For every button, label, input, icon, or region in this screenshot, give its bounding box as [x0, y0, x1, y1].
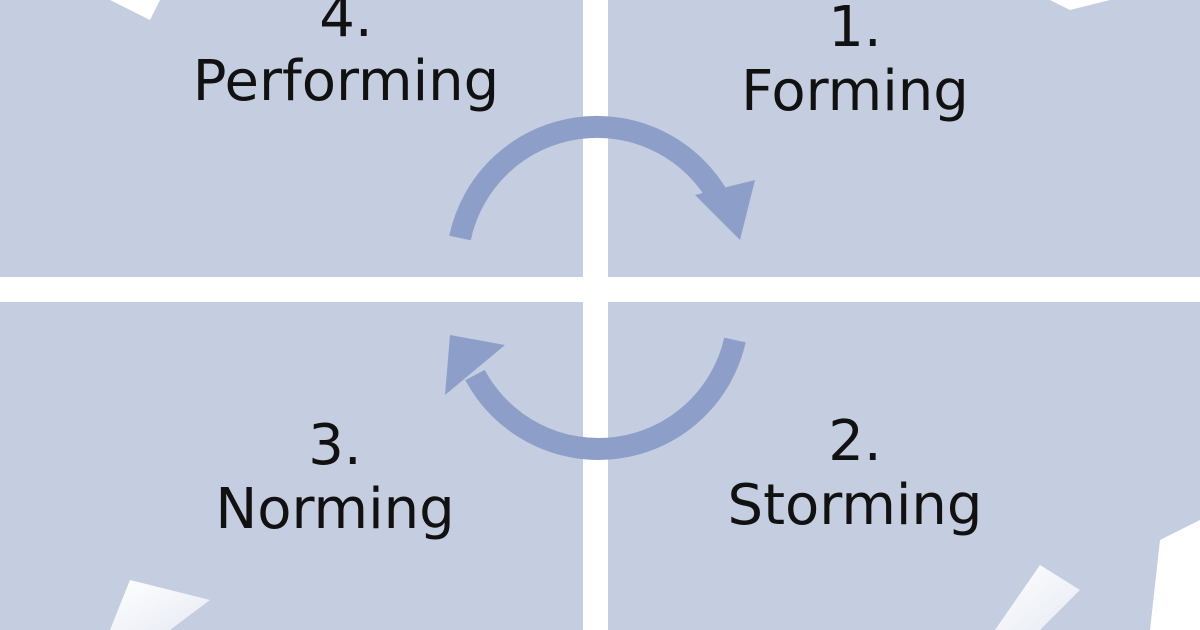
stage-number: 4.: [319, 0, 373, 50]
stage-number: 1.: [828, 0, 882, 60]
stage-name: Storming: [727, 473, 983, 539]
horizontal-divider: [0, 277, 1200, 302]
arrow-head-left: [445, 335, 505, 395]
arrow-head-right: [695, 180, 755, 240]
outer-edge-bottom-right: [1150, 520, 1200, 630]
stage-number: 2.: [828, 409, 882, 474]
stage-performing: 4. Performing: [146, 0, 546, 115]
stage-norming: 3. Norming: [135, 413, 535, 543]
arrow-arc-top: [449, 115, 730, 241]
stage-forming: 1. Forming: [655, 0, 1055, 125]
stage-name: Norming: [215, 477, 455, 543]
vertical-divider: [583, 0, 608, 630]
stage-name: Performing: [192, 49, 500, 115]
outer-arrow-bottom-right: [995, 565, 1080, 630]
outer-arrow-bottom-left: [110, 580, 210, 630]
outer-arrow-top-left: [110, 0, 160, 20]
stage-number: 3.: [308, 413, 362, 478]
outer-arrow-top-right: [1050, 0, 1110, 10]
stage-storming: 2. Storming: [655, 409, 1055, 539]
arrow-arc-bottom: [465, 337, 746, 460]
stage-name: Forming: [741, 59, 969, 125]
